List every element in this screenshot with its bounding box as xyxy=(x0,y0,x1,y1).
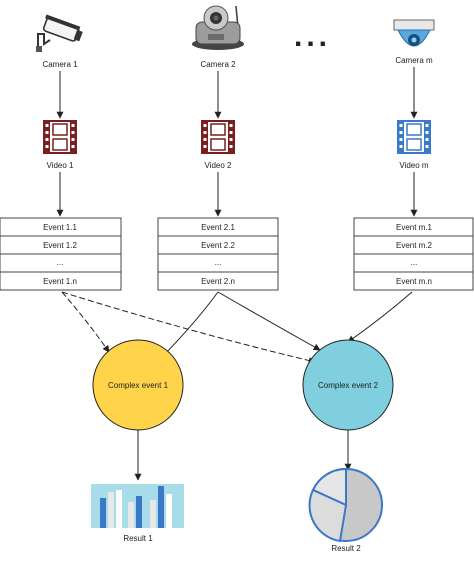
arrow-events2-complex2 xyxy=(217,291,321,351)
arrow-events1-complex2 xyxy=(61,291,316,364)
event-row: Event 2.2 xyxy=(201,241,235,250)
event-list-1: Event 1.1 Event 1.2 ... Event 1.n xyxy=(0,217,122,291)
complex-event-1: Complex event 1 xyxy=(92,339,184,431)
event-row: Event 1.2 xyxy=(43,241,77,250)
video-2-label: Video 2 xyxy=(205,161,233,170)
event-row: Event m.2 xyxy=(396,241,433,250)
camera-ellipsis: ... xyxy=(294,20,331,53)
video-m-label: Video m xyxy=(399,161,429,170)
film-strip-icon xyxy=(43,120,77,154)
event-row: ... xyxy=(215,258,222,267)
event-row: ... xyxy=(411,258,418,267)
complex-event-2-label: Complex event 2 xyxy=(318,381,379,390)
security-camera-icon xyxy=(36,14,83,52)
event-list-2: Event 2.1 Event 2.2 ... Event 2.n xyxy=(157,217,279,291)
complex-event-2: Complex event 2 xyxy=(302,339,394,431)
film-strip-icon xyxy=(201,120,235,154)
camera-1-label: Camera 1 xyxy=(42,60,78,69)
event-row: Event 1.n xyxy=(43,277,77,286)
result-1-label: Result 1 xyxy=(123,534,153,543)
event-row: Event 2.n xyxy=(201,277,235,286)
event-row: Event m.n xyxy=(396,277,432,286)
ptz-camera-icon xyxy=(192,5,244,50)
dome-camera-icon xyxy=(393,19,435,47)
event-row: Event 1.1 xyxy=(43,223,77,232)
event-row: Event m.1 xyxy=(396,223,433,232)
arrow-eventsm-complex2 xyxy=(347,291,413,343)
event-row: Event 2.1 xyxy=(201,223,235,232)
film-strip-icon xyxy=(397,120,431,154)
bar-chart-icon xyxy=(91,484,184,528)
video-1-label: Video 1 xyxy=(47,161,75,170)
arrow-events2-complex1 xyxy=(162,291,219,357)
camera-2-label: Camera 2 xyxy=(200,60,236,69)
complex-event-1-label: Complex event 1 xyxy=(108,381,169,390)
pie-chart-icon xyxy=(308,467,383,543)
result-2-label: Result 2 xyxy=(331,544,361,553)
camera-m-label: Camera m xyxy=(395,56,433,65)
event-list-m: Event m.1 Event m.2 ... Event m.n xyxy=(353,217,474,291)
event-row: ... xyxy=(57,258,64,267)
arrow-events1-complex1 xyxy=(61,291,110,353)
